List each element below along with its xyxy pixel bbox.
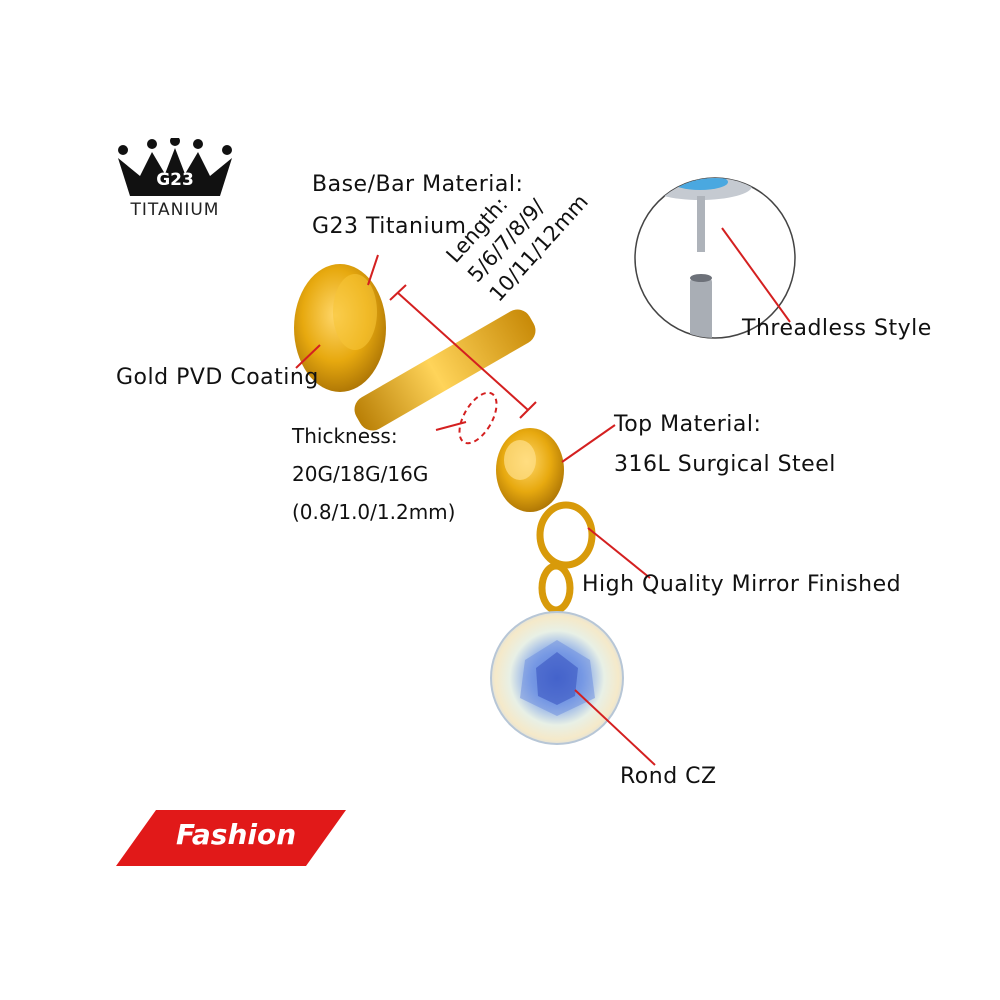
crown-icon: G23 xyxy=(118,136,232,196)
cz-label: Rond CZ xyxy=(620,764,717,789)
fashion-tag-label: Fashion xyxy=(176,818,297,851)
jump-ring-small xyxy=(538,562,574,614)
threadless-label: Threadless Style xyxy=(742,316,932,341)
top-material-value: 316L Surgical Steel xyxy=(614,452,836,477)
thickness-gauges: 20G/18G/16G xyxy=(292,462,429,486)
brand-subtitle: TITANIUM xyxy=(130,200,220,220)
mirror-finish-label: High Quality Mirror Finished xyxy=(582,572,902,597)
g23-titanium-logo: G23 TITANIUM xyxy=(110,136,240,228)
labret-bar xyxy=(354,309,536,431)
thickness-mm: (0.8/1.0/1.2mm) xyxy=(292,500,456,524)
threadless-detail-circle xyxy=(634,177,796,339)
gold-coating-label: Gold PVD Coating xyxy=(116,365,319,390)
base-material-value: G23 Titanium xyxy=(312,214,467,239)
jump-ring-large xyxy=(536,501,596,569)
thickness-marker xyxy=(458,391,498,445)
thickness-title: Thickness: xyxy=(292,424,398,448)
base-material-title: Base/Bar Material: xyxy=(312,172,524,197)
brand-badge-text: G23 xyxy=(156,170,194,190)
top-material-title: Top Material: xyxy=(614,412,762,437)
fashion-tag: Fashion xyxy=(116,808,346,868)
